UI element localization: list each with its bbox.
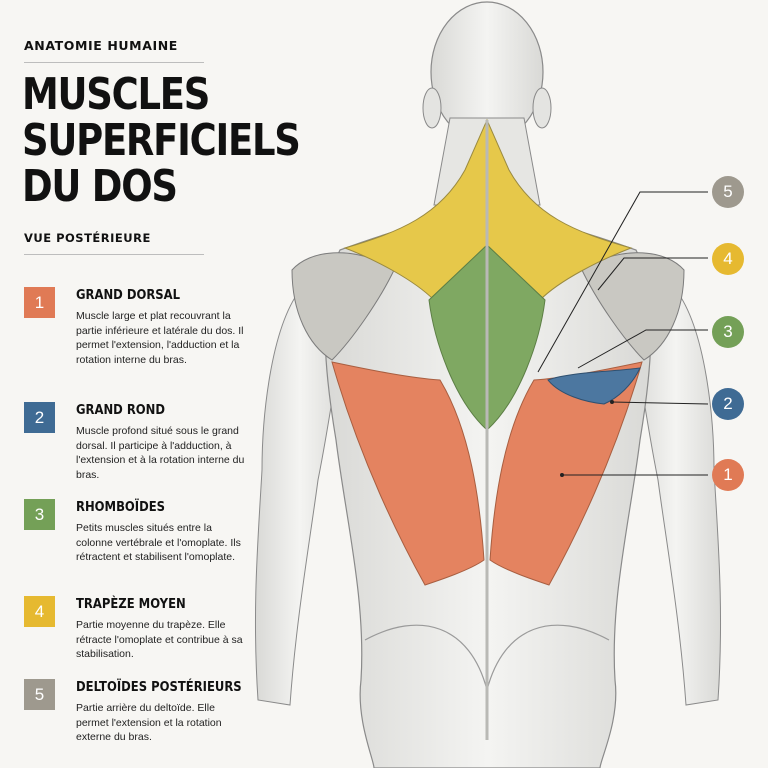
page-title: MUSCLES SUPERFICIELS DU DOS bbox=[22, 69, 301, 212]
teres-major bbox=[547, 367, 641, 405]
callout-1: 1 bbox=[712, 459, 744, 491]
header-divider bbox=[24, 62, 204, 63]
callout-4: 4 bbox=[712, 243, 744, 275]
left-posterior-deltoid bbox=[291, 252, 396, 361]
title-line-3: DU DOS bbox=[22, 161, 178, 212]
kicker-label: ANATOMIE HUMAINE bbox=[24, 38, 178, 53]
legend-description: Muscle profond situé sous le grand dorsa… bbox=[76, 425, 245, 481]
page-subtitle: VUE POSTÉRIEURE bbox=[24, 231, 151, 245]
left-ear bbox=[422, 87, 442, 129]
legend-name: DELTOÏDES POSTÉRIEURS bbox=[76, 679, 242, 695]
leader-dot-1 bbox=[560, 473, 564, 477]
callout-3: 3 bbox=[712, 316, 744, 348]
leader-line-5 bbox=[537, 191, 708, 373]
legend-description: Partie arrière du deltoïde. Elle permet … bbox=[76, 702, 222, 743]
leader-line-3 bbox=[577, 329, 708, 369]
title-line-1: MUSCLES bbox=[22, 69, 210, 120]
leader-dot-2 bbox=[610, 400, 614, 404]
callout-5: 5 bbox=[712, 176, 744, 208]
legend-name: GRAND DORSAL bbox=[76, 287, 181, 303]
legend-description: Petits muscles situés entre la colonne v… bbox=[76, 522, 241, 563]
callout-2: 2 bbox=[712, 388, 744, 420]
legend-name: TRAPÈZE MOYEN bbox=[76, 596, 186, 612]
legend-name: GRAND ROND bbox=[76, 402, 166, 418]
back-muscles-illustration bbox=[254, 1, 722, 768]
title-line-2: SUPERFICIELS bbox=[22, 115, 301, 166]
subtitle-divider bbox=[24, 254, 204, 255]
legend-badge-1: 1 bbox=[24, 287, 55, 318]
legend-description: Muscle large et plat recouvrant la parti… bbox=[76, 310, 244, 366]
right-ear bbox=[532, 87, 552, 129]
legend-badge-5: 5 bbox=[24, 679, 55, 710]
leader-line-4 bbox=[597, 257, 708, 291]
legend-badge-3: 3 bbox=[24, 499, 55, 530]
left-arm bbox=[254, 289, 346, 706]
legend-description: Partie moyenne du trapèze. Elle rétracte… bbox=[76, 619, 243, 660]
left-latissimus-dorsi bbox=[331, 361, 485, 586]
legend-name: RHOMBOÏDES bbox=[76, 499, 166, 515]
right-arm bbox=[630, 289, 722, 706]
legend-badge-4: 4 bbox=[24, 596, 55, 627]
legend-badge-2: 2 bbox=[24, 402, 55, 433]
leader-line-2 bbox=[611, 401, 709, 405]
